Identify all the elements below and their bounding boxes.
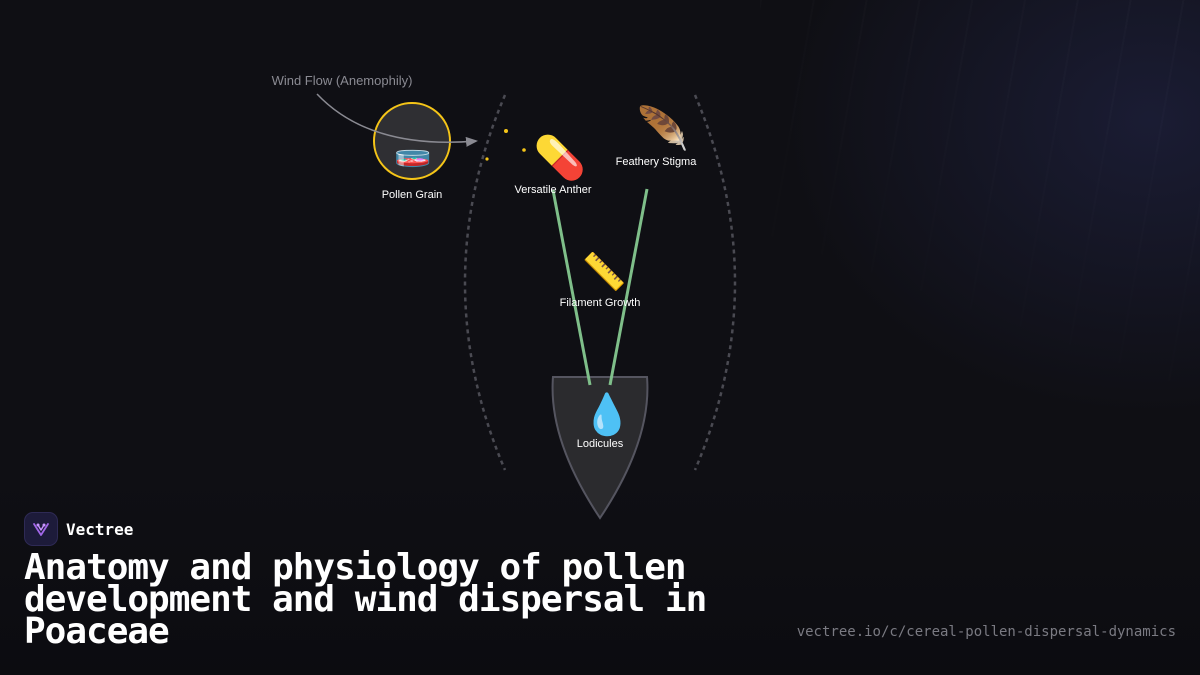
right-bract-outline (693, 94, 737, 471)
droplet-icon: 💧 (582, 391, 632, 438)
wind-flow-label: Wind Flow (Anemophily) (272, 73, 413, 88)
wind-flow-arrow (316, 93, 478, 147)
pollen-dot (485, 157, 489, 161)
filament-left (551, 189, 592, 386)
left-bract-outline (463, 94, 507, 471)
pollen-dot (522, 148, 526, 152)
versatile-anther-label: Versatile Anther (514, 184, 591, 196)
background-rays (760, 0, 1200, 540)
page-title: Anatomy and physiology of pollen develop… (24, 547, 707, 652)
ovary-shape (551, 376, 649, 520)
filament-right (608, 188, 649, 386)
brand-name: Vectree (66, 519, 134, 539)
pollen-grain-label: Pollen Grain (382, 189, 443, 201)
pollen-dot (504, 129, 508, 133)
pill-icon: 💊 (534, 132, 586, 183)
ruler-icon: 📏 (582, 251, 627, 293)
pollen-grain-ring (373, 102, 451, 180)
vectree-logo-icon (24, 512, 58, 546)
lodicules-label: Lodicules (577, 438, 624, 450)
feathery-stigma-label: Feathery Stigma (616, 156, 698, 168)
petri-dish-icon: 🧫 (394, 134, 431, 169)
brand: Vectree (24, 512, 133, 546)
source-url: vectree.io/c/cereal-pollen-dispersal-dyn… (796, 624, 1176, 640)
filament-growth-label: Filament Growth (560, 297, 641, 309)
feather-icon: 🪶 (637, 103, 689, 153)
